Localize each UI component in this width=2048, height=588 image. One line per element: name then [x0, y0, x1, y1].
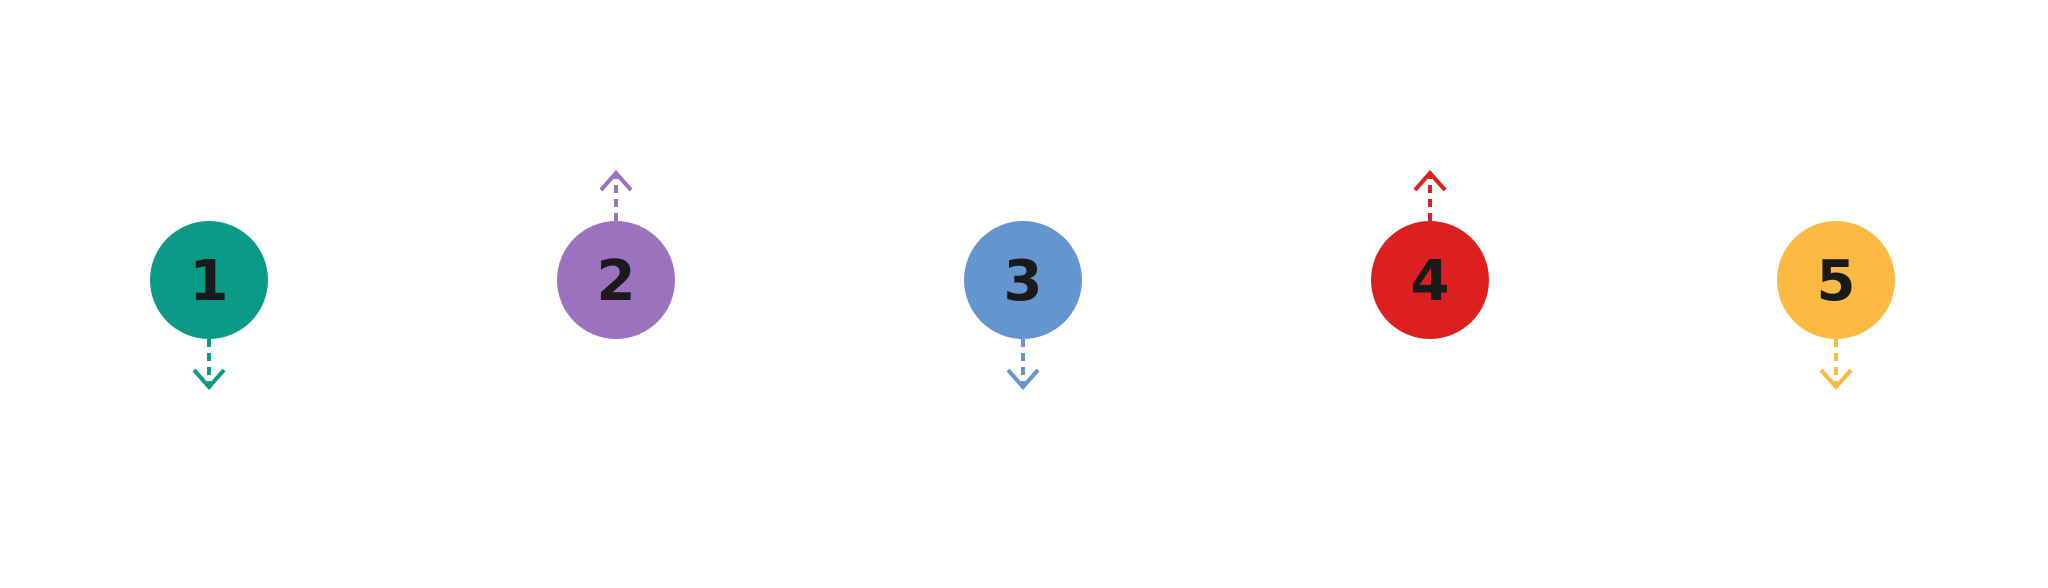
- step-circle: [557, 221, 675, 339]
- step-number: 5: [1817, 249, 1856, 314]
- step-circle: [964, 221, 1082, 339]
- dashed-arrow-down-icon: [1006, 339, 1040, 391]
- step-circle: [150, 221, 268, 339]
- step-4: 4: [1371, 169, 1489, 339]
- dashed-arrow-up-icon: [1413, 169, 1447, 221]
- step-circle: [1371, 221, 1489, 339]
- dashed-arrow-down-icon: [192, 339, 226, 391]
- step-number: 4: [1411, 249, 1450, 314]
- step-5: 5: [1777, 221, 1895, 391]
- step-number: 2: [597, 249, 636, 314]
- dashed-arrow-down-icon: [1819, 339, 1853, 391]
- dashed-arrow-up-icon: [599, 169, 633, 221]
- step-number: 3: [1004, 249, 1043, 314]
- step-number: 1: [190, 249, 229, 314]
- step-3: 3: [964, 221, 1082, 391]
- step-circle: [1777, 221, 1895, 339]
- step-1: 1: [150, 221, 268, 391]
- step-2: 2: [557, 169, 675, 339]
